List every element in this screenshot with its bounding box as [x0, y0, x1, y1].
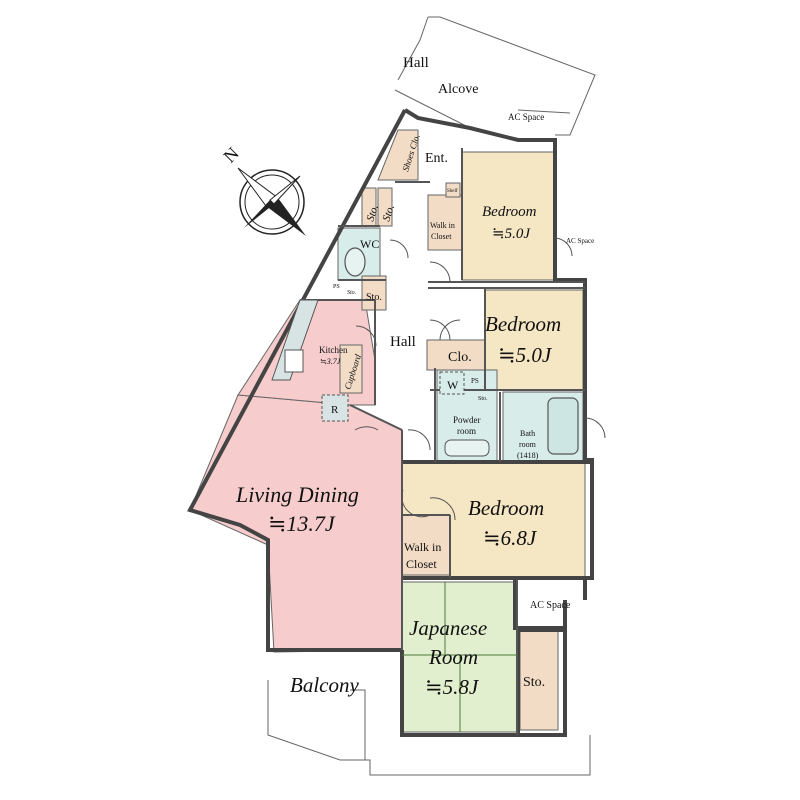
- walls: [187, 108, 594, 737]
- closet-area: [426, 339, 486, 371]
- japanese-storage-area: [519, 629, 559, 731]
- vanity-sink: [444, 439, 490, 457]
- tatami-lines: [402, 582, 517, 732]
- ps-small-label: PS: [333, 284, 340, 290]
- walk-in-closet2-line2: Closet: [406, 557, 437, 571]
- cupboard-area: [339, 344, 363, 394]
- shelf-area: [445, 182, 461, 198]
- ps-label: PS: [471, 377, 479, 385]
- walk-in-closet1-line1: Walk in: [430, 221, 455, 230]
- toilet: [344, 247, 366, 277]
- washer-label: W: [447, 378, 459, 392]
- japanese-storage-label: Sto.: [523, 675, 545, 690]
- bedroom2-area-label: ≒5.0J: [498, 343, 553, 367]
- kitchen-sink: [284, 349, 304, 373]
- powder-room-line1: Powder: [453, 415, 481, 425]
- alcove-label: Alcove: [438, 82, 478, 97]
- bath-room-line1: Bath: [520, 429, 535, 438]
- ac-space-top-label: AC Space: [508, 112, 544, 122]
- shelf-label: Shelf: [447, 189, 458, 194]
- bedroom3-label: Bedroom: [468, 496, 544, 520]
- balcony-label: Balcony: [290, 673, 359, 697]
- storage2-area: [377, 187, 393, 227]
- bathtub: [547, 397, 579, 455]
- storage2-label: Sto.: [380, 203, 397, 223]
- refrigerator-label: R: [331, 404, 339, 416]
- japanese-room-line2: Room: [428, 645, 478, 669]
- storage-sm2-label: Sto.: [478, 396, 488, 402]
- refrigerator: [321, 394, 349, 422]
- living-dining-label: Living Dining: [235, 482, 359, 507]
- exterior-walkway: [267, 16, 596, 776]
- ac-space-small-label: AC Space: [566, 237, 594, 245]
- hall-label: Hall: [390, 334, 416, 350]
- door-swings: [354, 237, 606, 521]
- compass-north-label: N: [219, 143, 242, 166]
- kitchen-counter: [271, 299, 319, 381]
- entrance-label: Ent.: [425, 151, 448, 166]
- bath-room-line2: room: [519, 440, 537, 449]
- compass: N: [219, 143, 306, 236]
- ac-space-right-label: AC Space: [530, 600, 571, 611]
- storage-small-label: Sto.: [347, 290, 356, 296]
- kitchen-area-label: ≒3.7J: [320, 357, 341, 366]
- closet-label: Clo.: [448, 350, 472, 365]
- kitchen-label: Kitchen: [319, 345, 348, 355]
- storage3-label: Sto.: [366, 292, 382, 303]
- japanese-room-line1: Japanese: [409, 616, 487, 640]
- storage1-label: Sto.: [364, 203, 381, 223]
- japanese-room-area-label: ≒5.8J: [425, 675, 480, 699]
- walk-in-closet1-line2: Closet: [431, 232, 452, 241]
- bedroom1-label: Bedroom: [482, 204, 537, 220]
- bedroom2-area: [484, 289, 584, 391]
- bedroom3-area-label: ≒6.8J: [483, 526, 538, 550]
- powder-room-line2: room: [457, 426, 476, 436]
- hall-outside-label: Hall: [403, 55, 429, 71]
- bedroom2-label: Bedroom: [485, 312, 561, 336]
- bath-room-size: (1418): [517, 451, 539, 460]
- wc-label: WC: [360, 237, 379, 251]
- washer: [439, 371, 465, 395]
- living-dining-area-label: ≒13.7J: [268, 511, 336, 536]
- inner-walls: [300, 148, 585, 735]
- shoes-closet-area: [377, 129, 419, 181]
- bedroom1-area-label: ≒5.0J: [492, 226, 531, 242]
- walk-in-closet2-line1: Walk in: [404, 540, 441, 554]
- walk-in-closet1-area: [427, 194, 463, 251]
